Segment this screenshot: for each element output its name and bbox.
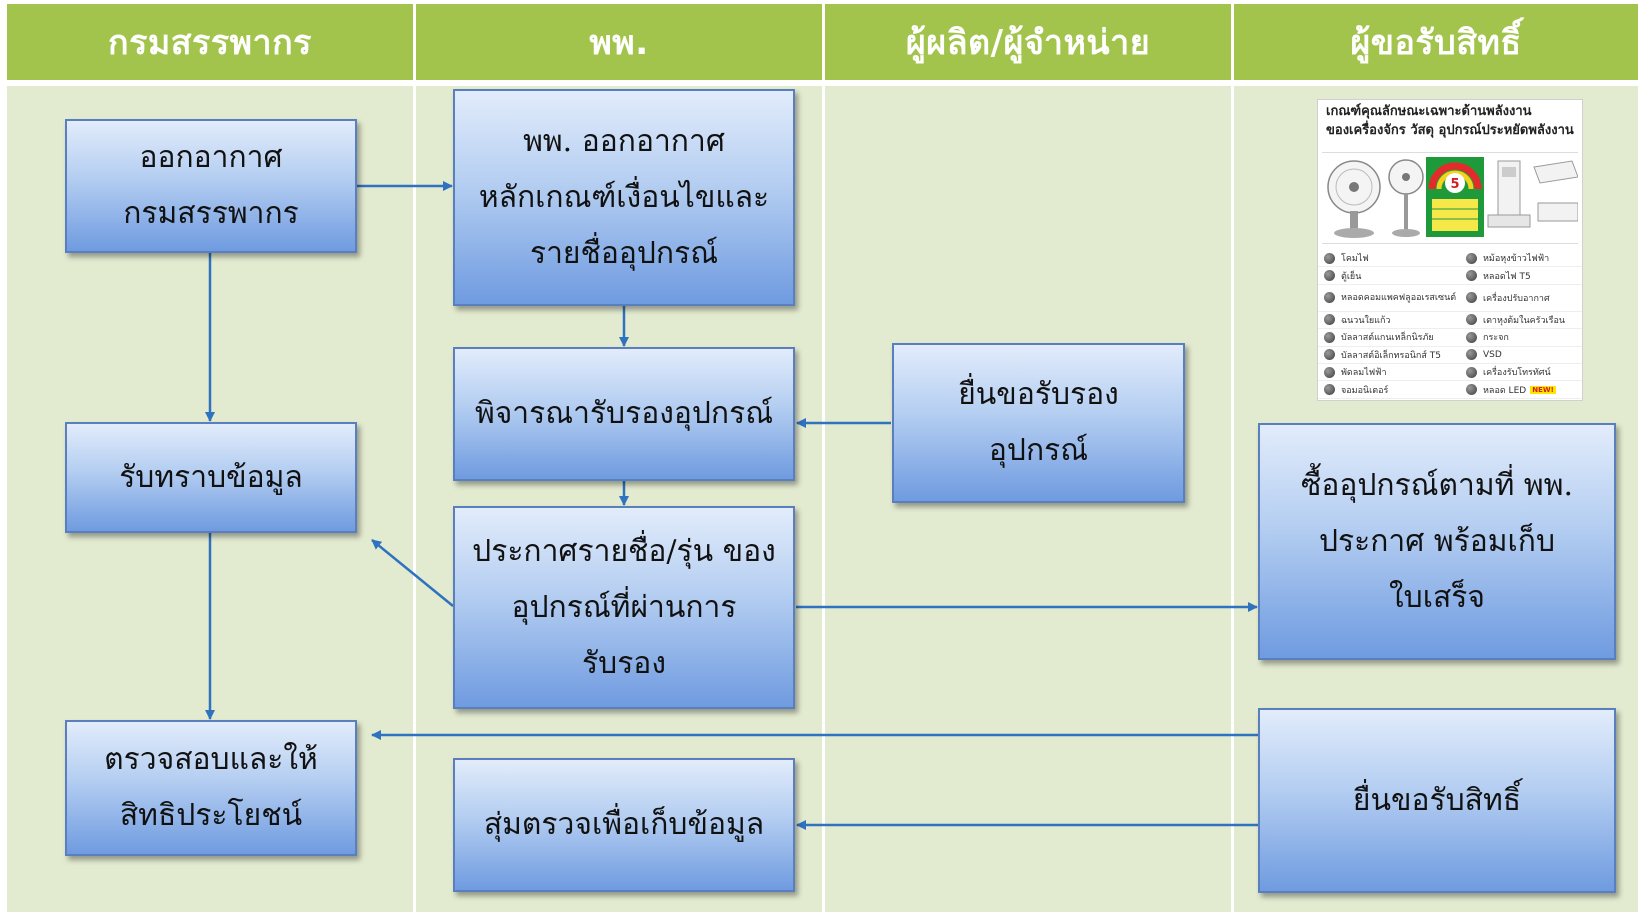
inset-list-item: ตู้เย็น [1318, 267, 1460, 285]
box-dede-announce-text: พพ. ออกอากาศ หลักเกณฑ์เงื่อนไขและ รายชื่… [478, 123, 770, 271]
box-buy-equipment-text: ซื้ออุปกรณ์ตามที่ พพ. ประกาศ พร้อมเก็บ ใ… [1300, 467, 1574, 615]
inset-list-item-label: VSD [1483, 349, 1502, 360]
inset-list-item: บัลลาสต์อิเล็กทรอนิกส์ T5 [1318, 347, 1460, 364]
svg-text:5: 5 [1450, 177, 1459, 192]
box-apply-certify-text: ยื่นขอรับรอง อุปกรณ์ [958, 377, 1119, 468]
inset-list-item: ฉนวนใยแก้ว [1318, 312, 1460, 330]
bullet-icon [1466, 270, 1477, 282]
inset-list-item-label: พัดลมไฟฟ้า [1341, 368, 1387, 379]
box-random-check-text: สุ่มตรวจเพื่อเก็บข้อมูล [483, 807, 765, 842]
bullet-icon [1324, 270, 1335, 282]
box-verify-benefit: ตรวจสอบและให้ สิทธิประโยชน์ [65, 720, 357, 856]
inset-title: เกณฑ์คุณลักษณะเฉพาะด้านพลังงาน ของเครื่อ… [1326, 104, 1574, 138]
inset-list-item-label: โคมไฟ [1341, 254, 1369, 265]
cassette-air-conditioner-icon [1533, 160, 1578, 222]
inset-list-item: โคมไฟ [1318, 250, 1460, 268]
inset-list-item: หลอดไฟ T5 [1460, 267, 1582, 285]
stand-fan-icon [1388, 159, 1424, 237]
bullet-icon [1324, 292, 1335, 304]
inset-list-item: เตาหุงต้มในครัวเรือน [1460, 312, 1582, 330]
inset-list-item-label: ฉนวนใยแก้ว [1341, 315, 1391, 326]
box-rd-announce: ออกอากาศ กรมสรรพากร [65, 119, 357, 253]
inset-list-item: VSD [1460, 347, 1582, 364]
bullet-icon [1324, 384, 1335, 396]
inset-list-item-label: บัลลาสต์แกนเหล็กนิรภัย [1341, 333, 1434, 344]
inset-list-item: เครื่องรับโทรทัศน์ [1460, 364, 1582, 382]
box-consider-certify: พิจารณารับรองอุปกรณ์ [453, 347, 795, 481]
floor-air-conditioner-icon [1487, 160, 1531, 228]
inset-list-item: หม้อหุงข้าวไฟฟ้า [1460, 250, 1582, 268]
box-rd-announce-text: ออกอากาศ กรมสรรพากร [123, 140, 299, 231]
inset-list-item-label: หลอดคอมแพคฟลูออเรสเซนต์ [1341, 292, 1457, 303]
bullet-icon [1466, 349, 1477, 361]
box-consider-certify-text: พิจารณารับรองอุปกรณ์ [474, 396, 774, 431]
criteria-inset-image: เกณฑ์คุณลักษณะเฉพาะด้านพลังงาน ของเครื่อ… [1317, 99, 1583, 401]
inset-list-item-label: เครื่องปรับอากาศ [1483, 293, 1550, 304]
arrow-announce-list-to-acknowledge [371, 539, 454, 607]
bullet-icon [1466, 366, 1477, 378]
inset-list-item-label: เตาหุงต้มในครัวเรือน [1483, 315, 1566, 326]
box-acknowledge-text: รับทราบข้อมูล [119, 459, 303, 495]
lane-header-dede: พพ. [416, 4, 822, 80]
inset-list-item-label: หม้อหุงข้าวไฟฟ้า [1483, 254, 1550, 265]
inset-list-item-label: เครื่องรับโทรทัศน์ [1483, 368, 1551, 379]
new-badge: NEW! [1530, 385, 1556, 394]
bullet-icon [1466, 252, 1477, 264]
box-announce-list-text: ประกาศรายชื่อ/รุ่น ของ อุปกรณ์ที่ผ่านการ… [472, 533, 776, 681]
box-apply-right-text: ยื่นขอรับสิทธิ์ [1352, 782, 1522, 818]
inset-list-item-label: ตู้เย็น [1341, 271, 1362, 282]
bullet-icon [1324, 349, 1335, 361]
box-announce-list: ประกาศรายชื่อ/รุ่น ของ อุปกรณ์ที่ผ่านการ… [453, 506, 795, 709]
lane-header-claimant: ผู้ขอรับสิทธิ์ [1234, 4, 1638, 80]
inset-list-item: บัลลาสต์แกนเหล็กนิรภัย [1318, 329, 1460, 347]
bullet-icon [1324, 252, 1335, 264]
inset-list-item: เครื่องปรับอากาศ [1460, 285, 1582, 312]
lane-header-revenue-dept: กรมสรรพากร [7, 4, 413, 80]
bullet-icon [1466, 384, 1477, 396]
inset-list-item: กระจก [1460, 329, 1582, 347]
energy-label-icon: 5 [1426, 157, 1484, 237]
bullet-icon [1324, 331, 1335, 343]
bullet-icon [1324, 314, 1335, 326]
desk-fan-icon [1327, 160, 1381, 238]
bullet-icon [1466, 314, 1477, 326]
appliance-pictures: 5 [1322, 152, 1578, 244]
bullet-icon [1324, 366, 1335, 378]
inset-list-item-label: หลอดไฟ T5 [1483, 271, 1531, 282]
bullet-icon [1466, 331, 1477, 343]
box-apply-certify: ยื่นขอรับรอง อุปกรณ์ [892, 343, 1185, 503]
inset-list-item-label: หลอด LED [1483, 385, 1527, 396]
inset-equipment-list: โคมไฟ หม้อหุงข้าวไฟฟ้า ตู้เย็น หลอดไฟ T5… [1318, 250, 1582, 399]
box-apply-right: ยื่นขอรับสิทธิ์ [1258, 708, 1616, 893]
box-verify-benefit-text: ตรวจสอบและให้ สิทธิประโยชน์ [104, 742, 318, 833]
bullet-icon [1466, 292, 1477, 304]
inset-list-item-label: บัลลาสต์อิเล็กทรอนิกส์ T5 [1341, 350, 1441, 361]
box-buy-equipment: ซื้ออุปกรณ์ตามที่ พพ. ประกาศ พร้อมเก็บ ใ… [1258, 423, 1616, 660]
lane-header-manufacturer: ผู้ผลิต/ผู้จำหน่าย [825, 4, 1231, 80]
inset-list-item: จอมอนิเตอร์ [1318, 381, 1460, 399]
inset-list-item: พัดลมไฟฟ้า [1318, 364, 1460, 382]
inset-list-item: หลอดคอมแพคฟลูออเรสเซนต์ [1318, 285, 1460, 312]
box-random-check: สุ่มตรวจเพื่อเก็บข้อมูล [453, 758, 795, 892]
inset-list-item-label: กระจก [1483, 333, 1509, 344]
box-acknowledge: รับทราบข้อมูล [65, 422, 357, 533]
box-dede-announce: พพ. ออกอากาศ หลักเกณฑ์เงื่อนไขและ รายชื่… [453, 89, 795, 306]
inset-list-item-label: จอมอนิเตอร์ [1341, 385, 1389, 396]
